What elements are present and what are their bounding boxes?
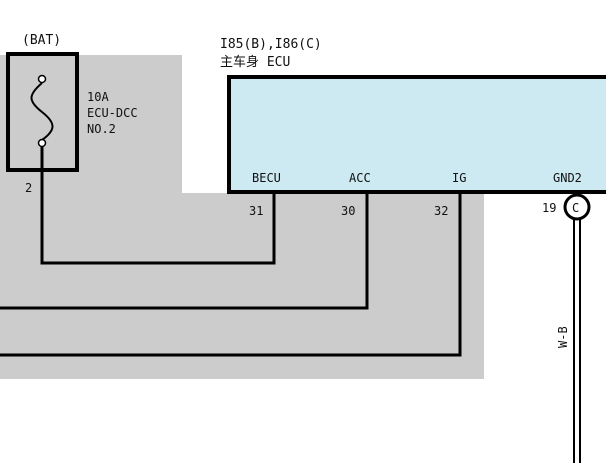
fuse-terminal-top [37, 74, 47, 84]
fuse-name-line2: NO.2 [87, 122, 116, 136]
fuse-source-label: (BAT) [22, 33, 61, 48]
wire-becu [40, 147, 276, 265]
terminal-label-ig: IG [452, 171, 466, 185]
terminal-label-becu: BECU [252, 171, 281, 185]
fuse-rating-label: 10A [87, 90, 109, 104]
ground-connector-circle [563, 193, 591, 221]
wire-acc [0, 193, 369, 310]
fuse-element [30, 82, 54, 141]
fuse-terminal-bottom [37, 138, 47, 148]
pin-number-30: 30 [341, 204, 355, 218]
terminal-label-acc: ACC [349, 171, 371, 185]
fuse-name-line1: ECU-DCC [87, 106, 138, 120]
ecu-title: 主车身 ECU [220, 54, 290, 70]
ecu-box [227, 75, 606, 194]
ecu-connector-ref: I85(B),I86(C) [220, 37, 322, 52]
terminal-label-gnd2: GND2 [553, 171, 582, 185]
fuse-pin-label: 2 [25, 181, 32, 195]
pin-number-31: 31 [249, 204, 263, 218]
wire-ig [0, 193, 462, 357]
pin-number-19: 19 [542, 201, 556, 215]
ground-connector-letter: C [572, 201, 579, 215]
wire-color-label: W-B [556, 326, 570, 348]
shaded-region [0, 55, 484, 379]
pin-number-32: 32 [434, 204, 448, 218]
